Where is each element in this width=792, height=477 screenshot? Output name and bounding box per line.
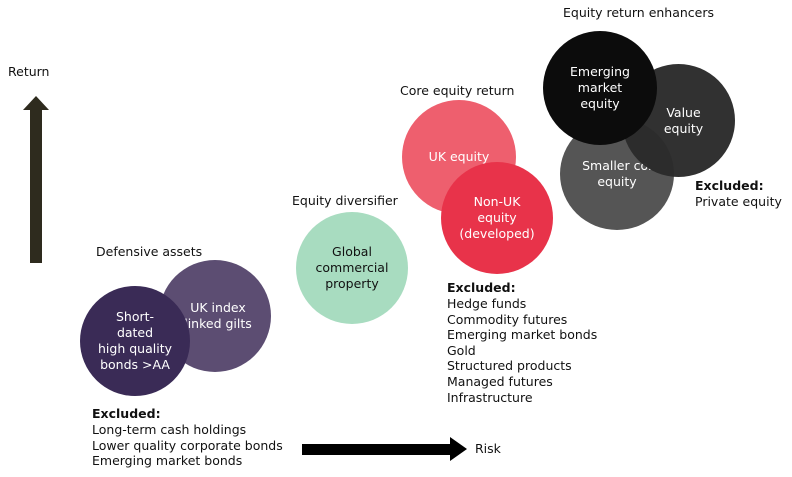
non-uk-equity-circle: Non-UK equity (developed) — [441, 162, 553, 274]
risk-axis-label: Risk — [475, 441, 501, 456]
return-axis-label: Return — [8, 64, 50, 79]
short-dated-bonds-circle: Short- dated high quality bonds >AA — [80, 286, 190, 396]
enhancers-excluded-item: Private equity — [695, 194, 782, 209]
non-uk-equity-label: Non-UK equity (developed) — [459, 194, 535, 241]
global-commercial-property-label: Global commercial property — [315, 244, 389, 291]
core-equity-return-title: Core equity return — [400, 83, 515, 98]
core-excluded-item: Emerging market bonds — [447, 327, 598, 343]
defensive-assets-title: Defensive assets — [96, 244, 203, 259]
core-excluded-item: Commodity futures — [447, 311, 568, 327]
return-arrow — [23, 96, 49, 263]
core-excluded-item: Infrastructure — [447, 389, 533, 405]
defensive-excluded: Excluded: Long-term cash holdings Lower … — [92, 406, 283, 469]
global-commercial-property-circle: Global commercial property — [296, 212, 408, 324]
core-excluded-title: Excluded: — [447, 280, 516, 295]
emerging-market-equity-circle: Emerging market equity — [543, 31, 657, 145]
uk-equity-label: UK equity — [428, 149, 490, 164]
core-excluded: Excluded: Hedge funds Commodity futures … — [447, 280, 597, 405]
defensive-excluded-item: Long-term cash holdings — [92, 422, 247, 437]
equity-diversifier-title: Equity diversifier — [292, 193, 398, 208]
risk-arrow-shape — [302, 437, 467, 461]
enhancers-excluded-title: Excluded: — [695, 178, 764, 193]
equity-return-enhancers-title: Equity return enhancers — [563, 5, 715, 20]
core-excluded-item: Managed futures — [447, 373, 553, 389]
risk-arrow — [302, 437, 467, 461]
defensive-excluded-item: Lower quality corporate bonds — [92, 437, 283, 453]
uk-index-linked-gilts-label: UK index linked gilts — [184, 300, 252, 331]
defensive-excluded-title: Excluded: — [92, 406, 161, 421]
value-equity-label: Value equity — [663, 104, 704, 136]
return-arrow-shape — [23, 96, 49, 263]
emerging-market-equity-label: Emerging market equity — [570, 64, 630, 111]
core-excluded-item: Gold — [447, 342, 476, 358]
core-excluded-item: Structured products — [447, 358, 572, 374]
enhancers-excluded: Excluded: Private equity — [695, 178, 782, 210]
core-excluded-item: Hedge funds — [447, 296, 527, 311]
defensive-excluded-item: Emerging market bonds — [92, 453, 243, 469]
short-dated-bonds-label: Short- dated high quality bonds >AA — [98, 309, 172, 372]
